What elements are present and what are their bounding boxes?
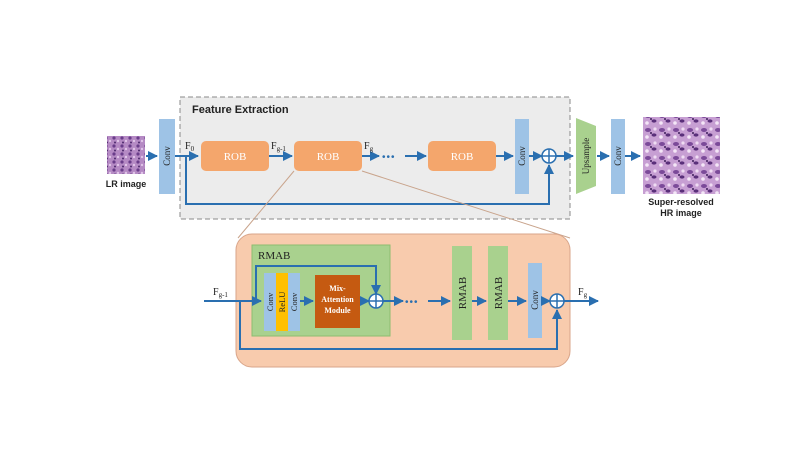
rob-conv-block-label: Conv <box>530 290 540 310</box>
conv-block-tail <box>515 119 529 194</box>
mix-attention-label-line3: Module <box>324 306 351 315</box>
mix-attention-label-line2: Attention <box>321 295 354 304</box>
rob-block-3-label: ROB <box>451 151 474 163</box>
conv-block-final <box>611 119 625 194</box>
fg-label-bottom: Fg <box>578 287 588 299</box>
rmab-conv-2 <box>288 273 300 331</box>
fg1-label-top: Fg-1 <box>271 141 286 153</box>
rmab-container-title: RMAB <box>258 250 290 262</box>
fg1-label-bottom: Fg-1 <box>213 287 228 299</box>
rmab-relu <box>276 273 288 331</box>
conv-block-final-label: Conv <box>613 146 623 166</box>
conv-block-tail-label: Conv <box>517 146 527 166</box>
rmab-conv-1 <box>264 273 276 331</box>
conv-block-head <box>159 119 175 194</box>
rob-block-2 <box>294 141 362 171</box>
rob-outer-skip <box>239 301 562 350</box>
rob-block-1-label: ROB <box>224 151 247 163</box>
ellipsis-dots-top: ••• <box>382 152 396 163</box>
rmab-block-1-label: RMAB <box>457 277 469 309</box>
rmab-block-1 <box>452 246 472 340</box>
rob-block-1 <box>201 141 269 171</box>
global-skip-connection <box>185 156 554 205</box>
rmab-conv-1-label: Conv <box>265 292 275 311</box>
hr-image-label-line2: HR image <box>660 208 702 218</box>
mix-attention-module <box>315 275 360 328</box>
rmab-conv-2-label: Conv <box>289 292 299 311</box>
rob-block-3 <box>428 141 496 171</box>
lr-image <box>107 136 145 174</box>
upsample-label: Upsample <box>581 138 591 175</box>
ellipsis-dots-bottom: ••• <box>405 297 419 308</box>
rmab-block-2-label: RMAB <box>493 277 505 309</box>
rmab-block-2 <box>488 246 508 340</box>
f0-label: F0 <box>185 141 195 153</box>
rob-conv-block <box>528 263 542 338</box>
upsample-block <box>576 118 596 194</box>
rmab-relu-label: ReLU <box>277 292 287 313</box>
mix-attention-label-line1: Mix- <box>329 284 346 293</box>
zoom-line-left <box>237 170 295 239</box>
rob-block-2-label: ROB <box>317 151 340 163</box>
hr-image-label-line1: Super-resolved <box>648 197 714 207</box>
hr-image <box>643 117 720 194</box>
conv-block-head-label: Conv <box>162 146 172 166</box>
fg-label-top: Fg <box>364 141 374 153</box>
feature-extraction-label: Feature Extraction <box>192 104 289 116</box>
rmab-inner-skip <box>255 265 381 301</box>
zoom-line-right <box>361 170 571 239</box>
lr-image-label: LR image <box>106 179 147 189</box>
